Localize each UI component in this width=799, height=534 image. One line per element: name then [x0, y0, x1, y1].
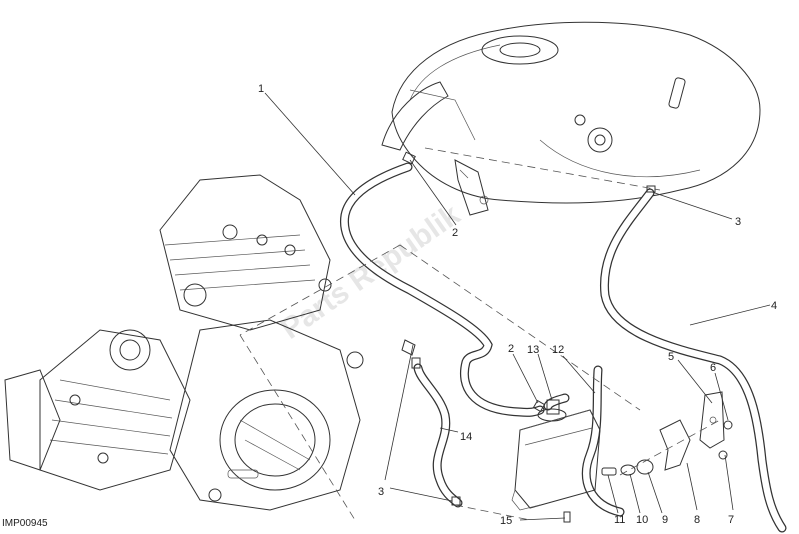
- callout-13: 13: [527, 344, 539, 356]
- callout-2-lower: 2: [508, 343, 514, 355]
- callout-7: 7: [728, 514, 734, 526]
- callout-12: 12: [552, 344, 564, 356]
- callout-6: 6: [710, 362, 716, 374]
- charcoal-canister: [401, 151, 656, 523]
- watermark: Parts Republik: [275, 198, 466, 346]
- callout-8: 8: [694, 514, 700, 526]
- reference-code: IMP00945: [2, 518, 48, 529]
- leader-lines: [264, 92, 771, 521]
- callout-10: 10: [636, 514, 648, 526]
- callout-labels: 1 2 2 3 3 4 5 6 7 8 9 10 11 12 13 14 15: [258, 83, 777, 527]
- assembly-lines: [239, 147, 721, 521]
- callout-9: 9: [662, 514, 668, 526]
- callout-3-upper: 3: [735, 216, 741, 228]
- callout-4: 4: [771, 300, 777, 312]
- callout-14: 14: [460, 431, 472, 443]
- engine: [4, 174, 364, 511]
- hoses: [339, 162, 787, 533]
- callout-11: 11: [614, 514, 625, 526]
- mounting-hardware: [601, 391, 733, 476]
- callout-1: 1: [258, 83, 264, 95]
- fuel-tank: [381, 21, 761, 216]
- callout-2-upper: 2: [452, 227, 458, 239]
- callout-3-lower: 3: [378, 486, 384, 498]
- callout-5: 5: [668, 351, 674, 363]
- callout-15: 15: [500, 515, 512, 527]
